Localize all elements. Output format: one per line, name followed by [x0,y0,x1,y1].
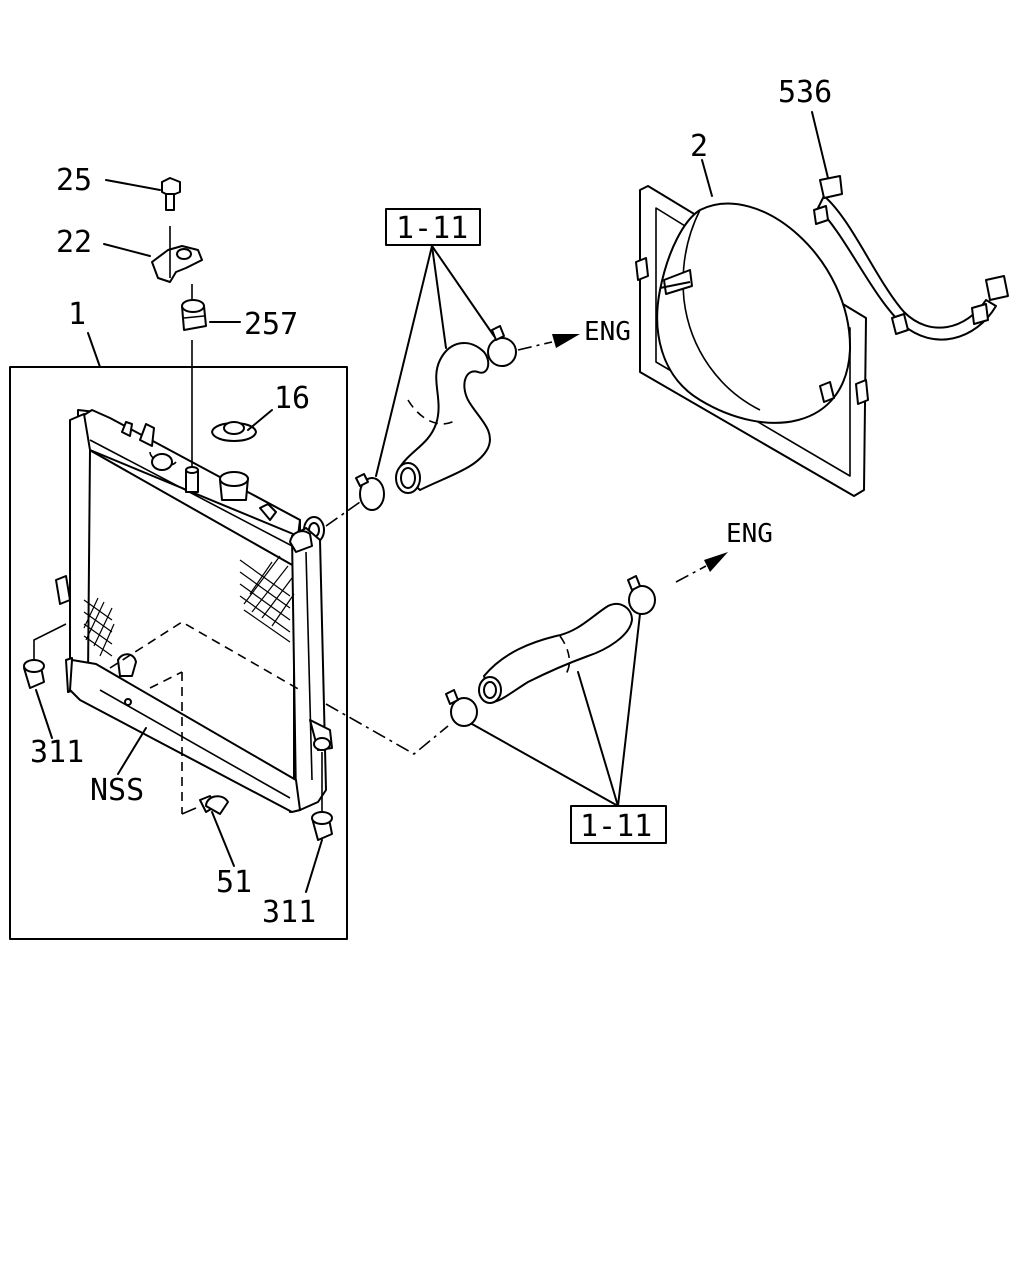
callout-drain-cock: 51 [216,865,252,900]
leader-25 [105,179,161,191]
drain-cock [181,795,229,815]
leader-kit-upper-a [375,245,433,477]
leader-kit-upper-c [431,245,495,337]
leader-536 [811,111,829,179]
leader-kit-lower-c [617,613,641,807]
callout-bolt: 25 [56,163,92,198]
leader-51 [211,811,235,867]
leader-nss [117,727,147,775]
callout-mount-cushion-left: 311 [30,735,84,770]
eng-label-upper: ENG [584,317,631,347]
cushion-left-centerline [33,623,67,660]
callout-grommet: 257 [244,307,298,342]
leader-16 [247,409,273,431]
upper-hose-clamp-right [487,325,517,367]
mount-cushion-right [311,811,333,841]
lower-hose [478,602,633,704]
callout-bracket: 22 [56,225,92,260]
leader-1 [87,332,101,368]
lower-hose-clamp-right [627,575,656,615]
lower-eng-arrow [704,552,728,572]
leader-311-left [35,689,53,739]
leader-22 [103,243,151,257]
leader-311-right [305,839,323,893]
callout-radiator-assembly: 1 [68,297,86,332]
hose-kit-lower-box [570,805,667,844]
leader-kit-lower-a [471,723,619,807]
upper-link-centerline [325,501,361,527]
callout-mount-cushion-right: 311 [262,895,316,930]
leader-kit-lower-b [577,671,619,807]
bolt [161,177,181,211]
callout-filler-cap: 16 [274,381,310,416]
callout-hose-kit-lower: 1-11 [580,809,652,844]
clip-band [813,175,1009,341]
callout-clip-band: 536 [778,75,832,110]
filler-neck [219,471,249,501]
hose-kit-upper-box [385,208,481,246]
lower-link-centerline [325,703,449,755]
upper-eng-centerline [517,341,553,351]
callout-fan-shroud: 2 [690,129,708,164]
upper-hose-clamp-left [355,473,385,511]
upper-hose [395,342,491,494]
bracket [151,226,203,283]
lower-eng-centerline [675,565,707,583]
leader-kit-upper-b [431,245,447,349]
eng-label-lower: ENG [726,519,773,549]
mount-cushion-left [23,659,45,689]
lower-hose-clamp-left [445,689,478,727]
fan-shroud [635,185,869,497]
filler-cap [211,421,257,442]
mount-pin [185,466,199,493]
grommet [181,299,207,331]
leader-2 [701,159,713,197]
callout-nss: NSS [90,773,144,808]
callout-hose-kit-upper: 1-11 [396,211,468,246]
radiator-assembly-frame [9,366,348,940]
upper-eng-arrow [552,334,580,348]
